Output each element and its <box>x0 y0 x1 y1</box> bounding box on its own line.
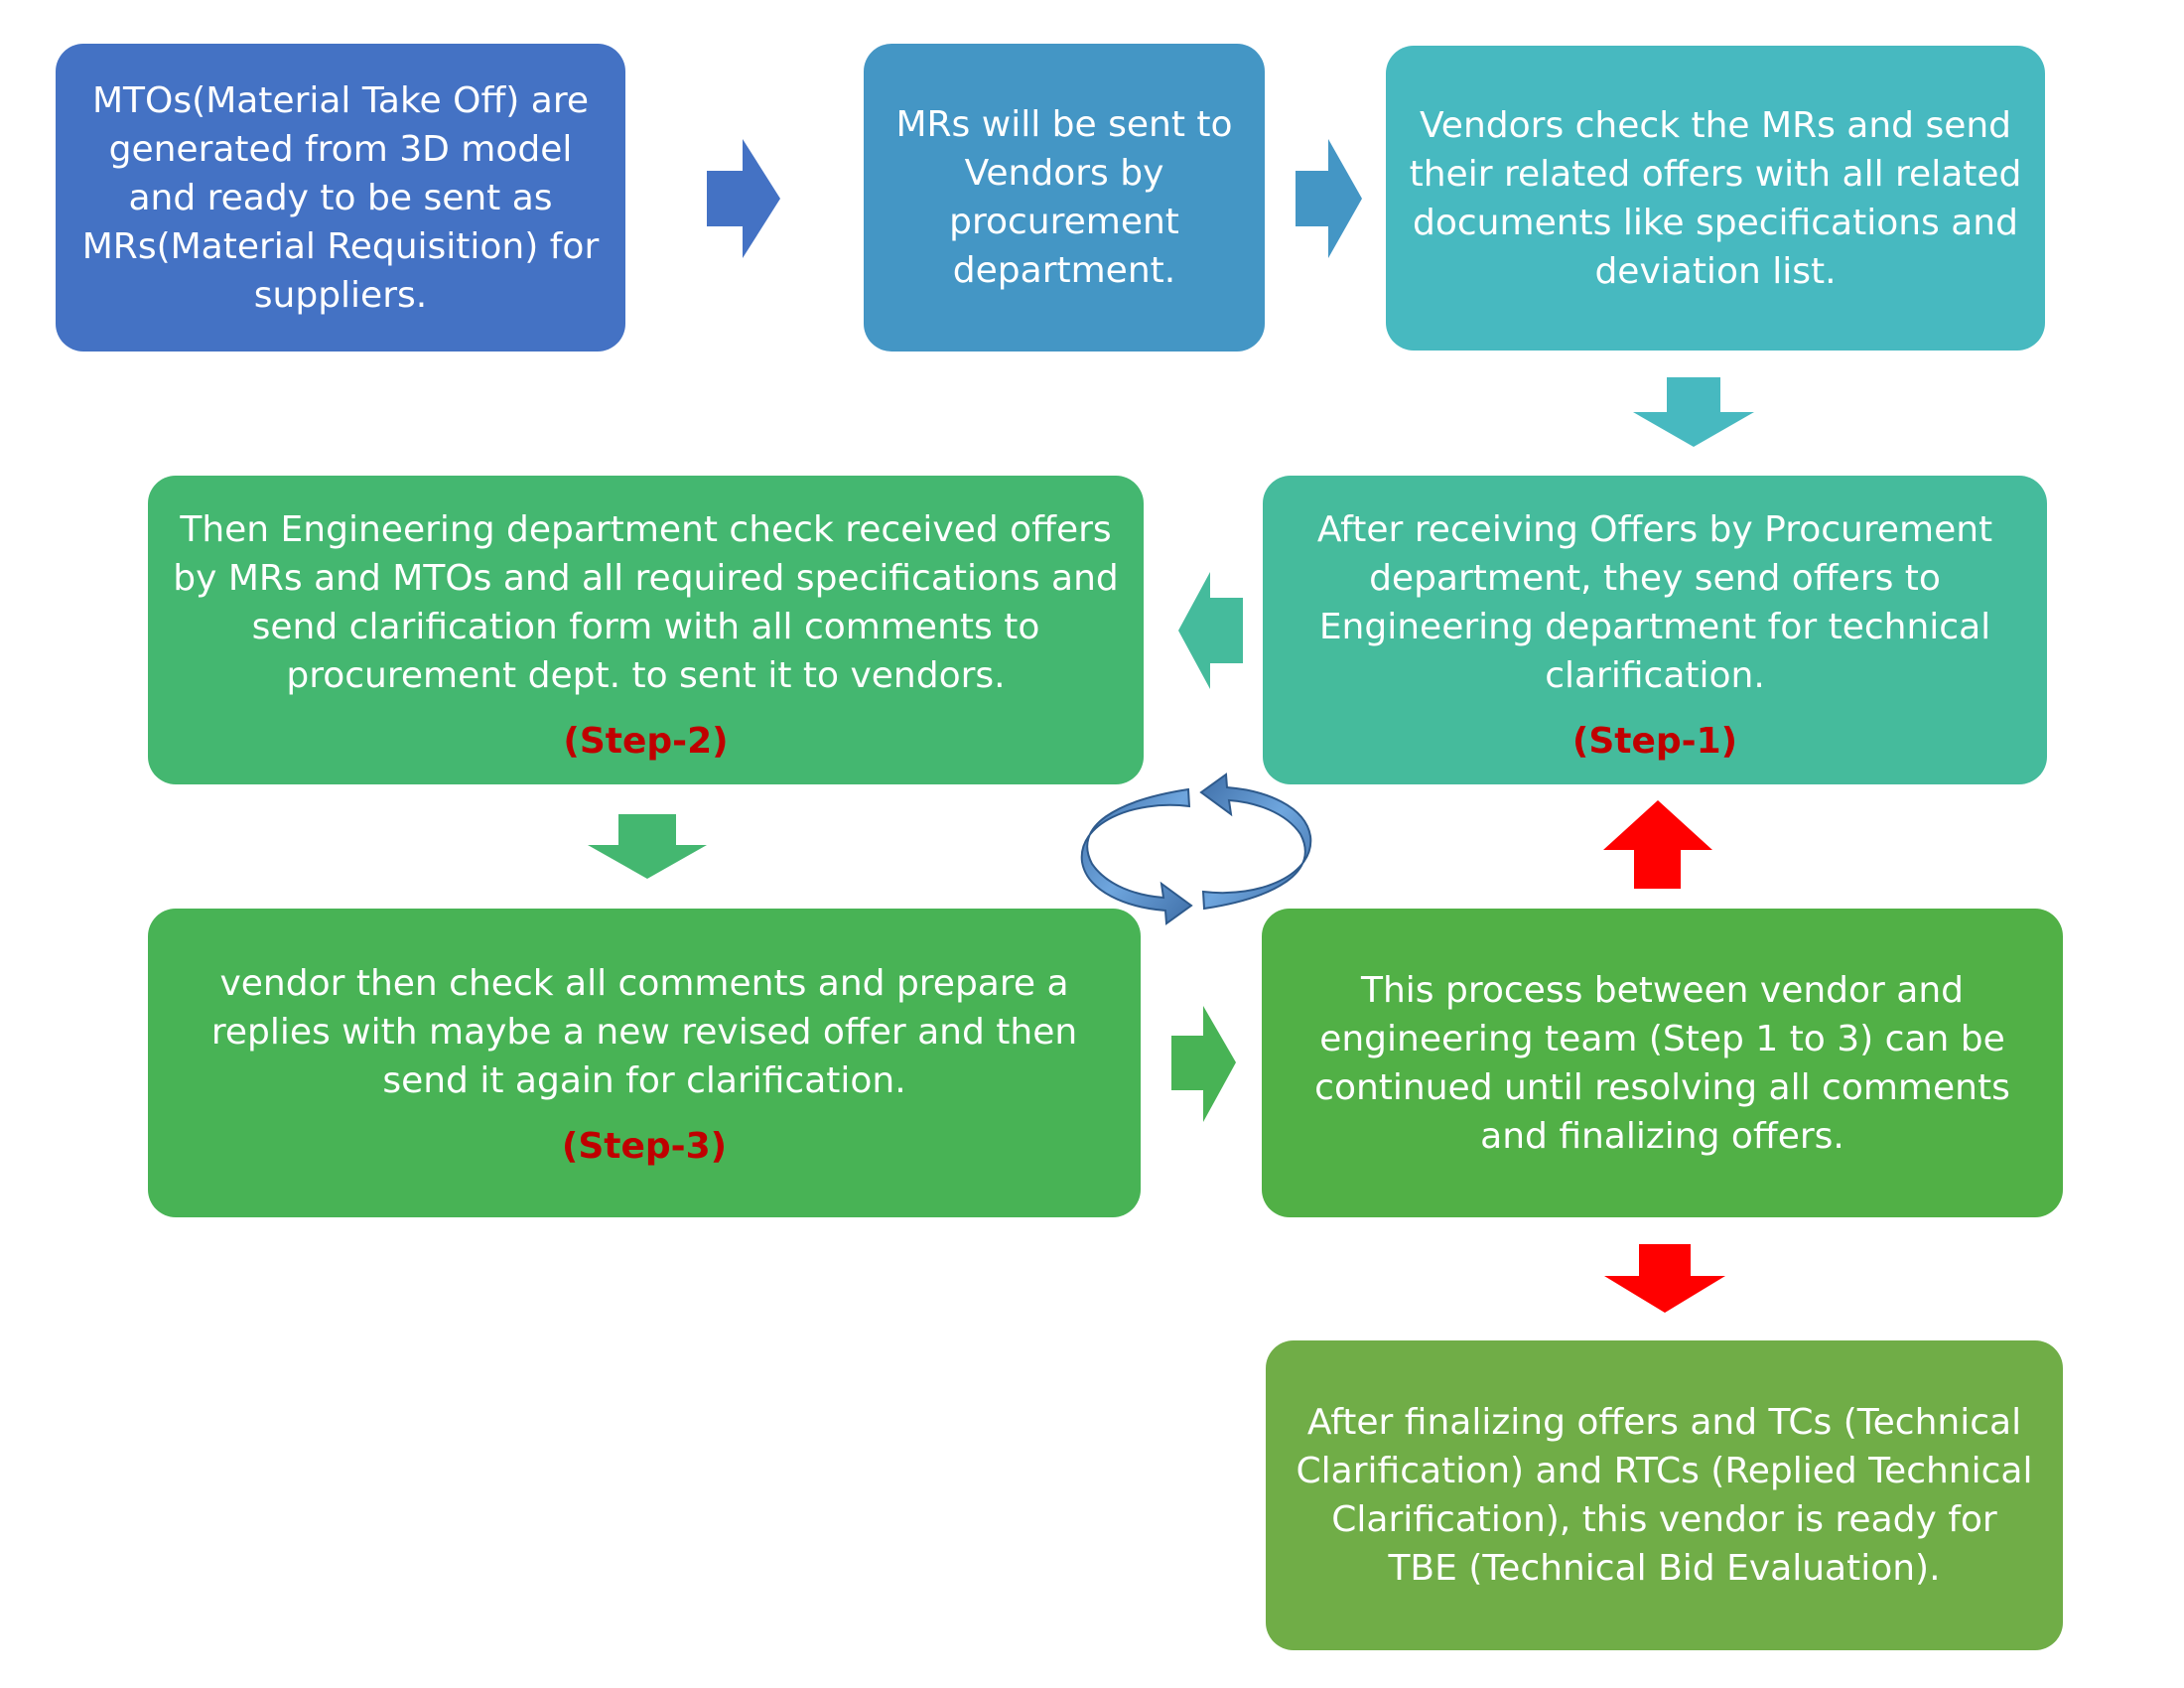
mr-send-text: MRs will be sent to Vendors by procureme… <box>895 104 1233 291</box>
step3-label: (Step-3) <box>561 1126 728 1167</box>
arrow-up-red <box>1603 800 1712 889</box>
tbe-ready-box: After finalizing offers and TCs (Technic… <box>1266 1340 2063 1650</box>
mr-send-box: MRs will be sent to Vendors by procureme… <box>864 44 1265 352</box>
arrow-down-2 <box>588 814 707 879</box>
step3-text: vendor then check all comments and prepa… <box>210 963 1078 1101</box>
step2-text: Then Engineering department check receiv… <box>173 508 1119 696</box>
vendor-offers-box: Vendors check the MRs and send their rel… <box>1386 46 2045 351</box>
step1-text: After receiving Offers by Procurement de… <box>1316 508 1993 696</box>
step2-label: (Step-2) <box>563 720 729 762</box>
arrow-right-1 <box>707 139 780 258</box>
step3-box: vendor then check all comments and prepa… <box>148 909 1141 1217</box>
step1-box: After receiving Offers by Procurement de… <box>1263 476 2047 784</box>
arrow-left-1 <box>1178 572 1243 689</box>
mto-generation-box: MTOs(Material Take Off) are generated fr… <box>56 44 625 352</box>
loop-process-box: This process between vendor and engineer… <box>1262 909 2063 1217</box>
cycle-arrow-left <box>1080 787 1193 925</box>
arrow-down-1 <box>1633 377 1754 447</box>
arrow-down-red <box>1604 1244 1725 1313</box>
cycle-refresh-icon <box>1080 773 1312 925</box>
loop-process-text: This process between vendor and engineer… <box>1314 969 2010 1157</box>
arrow-right-2 <box>1296 139 1362 258</box>
tbe-ready-text: After finalizing offers and TCs (Technic… <box>1296 1402 2033 1589</box>
vendor-offers-text: Vendors check the MRs and send their rel… <box>1409 104 2022 292</box>
cycle-arrow-right <box>1199 773 1312 911</box>
arrow-right-3 <box>1171 1006 1236 1122</box>
step2-box: Then Engineering department check receiv… <box>148 476 1144 784</box>
step1-label: (Step-1) <box>1571 720 1738 762</box>
mto-generation-text: MTOs(Material Take Off) are generated fr… <box>81 79 600 316</box>
